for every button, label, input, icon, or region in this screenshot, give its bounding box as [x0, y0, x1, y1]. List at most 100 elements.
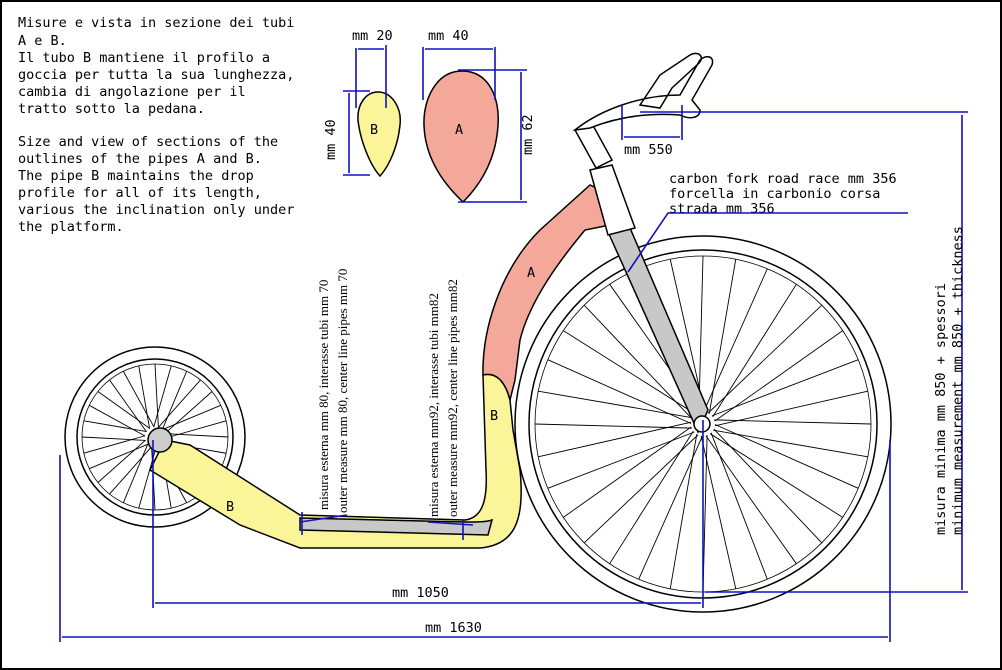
- spoke: [97, 391, 151, 429]
- section-a-label: A: [455, 122, 463, 138]
- spoke: [164, 433, 229, 438]
- spoke: [109, 379, 147, 433]
- handlebar-width: mm 550: [624, 142, 673, 158]
- tube-b-front-label: B: [490, 408, 498, 424]
- desc-it-line: Il tubo B mantiene il profilo a: [18, 50, 270, 66]
- spoke: [161, 371, 188, 431]
- height-dimension: [640, 111, 968, 593]
- section-b-width: mm 20: [352, 28, 393, 44]
- spoke: [89, 443, 149, 470]
- spoke: [547, 431, 695, 489]
- spoke: [153, 365, 172, 428]
- rear-note-it: misura esterna mm 80, interasse tubi mm …: [316, 280, 331, 510]
- overall-length-dimension: [59, 440, 891, 642]
- spoke: [714, 390, 868, 427]
- wheelbase-dimension: [152, 420, 704, 608]
- overall-length-label: mm 1630: [425, 620, 482, 636]
- tube-a-label: A: [527, 265, 535, 281]
- spoke: [122, 443, 149, 503]
- fork-note-line: strada mm 356: [669, 201, 775, 217]
- spoke: [698, 255, 704, 413]
- spoke: [89, 404, 146, 437]
- description-en: Size and view of sections of the outline…: [18, 134, 294, 235]
- spoke: [538, 390, 693, 419]
- section-b: B mm 20 mm 40: [323, 28, 401, 178]
- spoke: [534, 423, 692, 429]
- desc-it-line: goccia per tutta la sua lunghezza,: [18, 67, 294, 83]
- fork-note: carbon fork road race mm 356 forcella in…: [627, 171, 908, 273]
- spoke: [669, 434, 698, 589]
- spoke: [164, 391, 213, 435]
- desc-it-line: Misure e vista in sezione dei tubi: [18, 15, 294, 31]
- description-it: Misure e vista in sezione dei tubi A e B…: [18, 15, 294, 117]
- rear-hub: [147, 427, 173, 453]
- desc-en-line: profile for all of its length,: [18, 185, 262, 201]
- handlebar: [572, 52, 714, 132]
- spoke: [609, 430, 694, 564]
- fork-note-line: carbon fork road race mm 356: [669, 171, 897, 187]
- spoke: [154, 363, 159, 428]
- spoke: [710, 432, 768, 580]
- spoke: [638, 435, 703, 580]
- desc-it-line: cambia di angolazione per il: [18, 84, 246, 100]
- rear-note-en: outer measure mm 80, center line pipes m…: [335, 269, 350, 513]
- spoke: [109, 446, 153, 495]
- spoke: [547, 359, 692, 424]
- spoke: [714, 419, 872, 425]
- spoke: [709, 433, 843, 518]
- desc-en-line: The pipe B maintains the drop: [18, 168, 254, 184]
- spoke: [83, 420, 147, 433]
- spoke: [711, 359, 859, 417]
- spoke: [161, 404, 221, 431]
- rear-pipe-note: misura esterna mm 80, interasse tubi mm …: [299, 269, 350, 535]
- spoke: [122, 371, 155, 428]
- fork: [606, 227, 709, 434]
- spoke: [583, 434, 699, 544]
- section-b-height: mm 40: [323, 119, 339, 160]
- spoke: [563, 330, 697, 415]
- front-note-it: misura esterna mm92, interasse tubi mm82: [426, 293, 441, 517]
- tube-b-rear-label: B: [226, 499, 234, 515]
- height-note-en: minimum measurement mm 850 + thickness: [950, 226, 966, 535]
- spoke: [705, 435, 797, 564]
- section-b-label: B: [370, 122, 378, 138]
- front-note-en: outer measure mm92, center line pipes mm…: [445, 279, 460, 517]
- spoke: [669, 259, 706, 413]
- spoke: [138, 365, 151, 429]
- spoke: [713, 429, 868, 458]
- front-hub: [693, 415, 711, 433]
- desc-en-line: various the inclination only under: [18, 202, 294, 218]
- spoke: [708, 259, 737, 414]
- spoke: [583, 304, 693, 420]
- spoke: [164, 420, 227, 439]
- desc-en-line: outlines of the pipes A and B.: [18, 151, 262, 167]
- spoke: [703, 268, 768, 413]
- section-a-height: mm 62: [520, 114, 536, 155]
- spoke: [563, 426, 692, 518]
- spoke: [713, 428, 823, 544]
- spoke: [714, 330, 843, 422]
- fork-note-line: forcella in carbonio corsa: [669, 186, 880, 202]
- spoke: [538, 421, 692, 458]
- tube-a: [482, 184, 613, 401]
- spoke: [157, 379, 201, 428]
- spoke: [712, 284, 797, 418]
- spoke: [81, 436, 146, 441]
- wheelbase-label: mm 1050: [392, 585, 449, 601]
- spoke: [97, 439, 146, 483]
- desc-en-line: Size and view of sections of the: [18, 134, 278, 150]
- section-a: A mm 40 mm 62: [422, 28, 536, 204]
- head-tube: [589, 164, 636, 236]
- spoke: [83, 435, 146, 454]
- desc-it-line: tratto sotto la pedana.: [18, 101, 205, 117]
- section-a-width: mm 40: [428, 28, 469, 44]
- spoke: [707, 304, 823, 414]
- handlebar-dimension: [621, 105, 683, 140]
- height-note-it: misura minima mm 850 + spessori: [933, 283, 949, 535]
- spoke: [700, 435, 737, 589]
- platform: [299, 517, 494, 536]
- desc-it-line: A e B.: [18, 33, 67, 49]
